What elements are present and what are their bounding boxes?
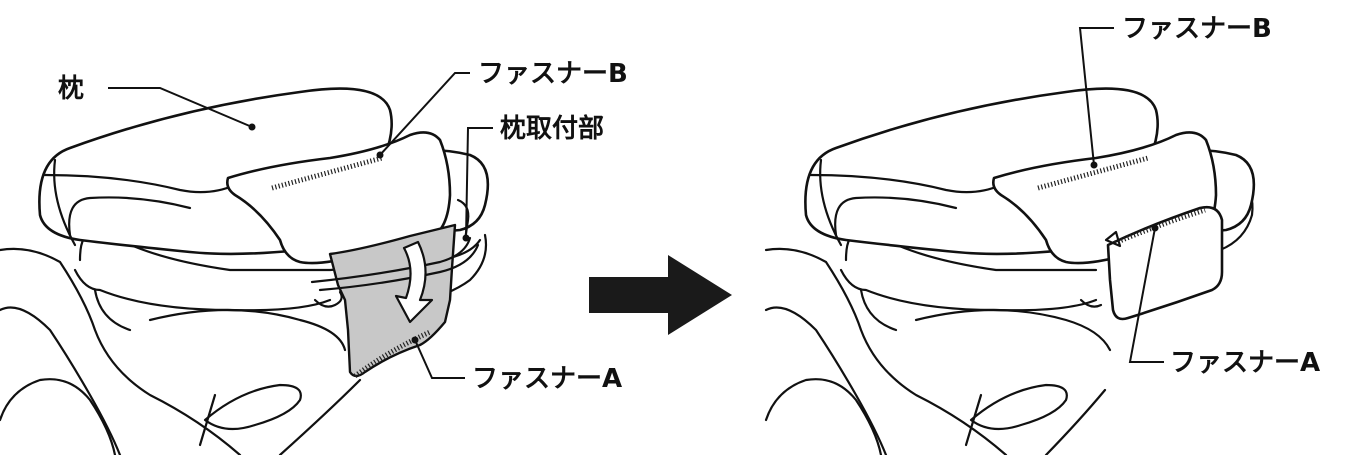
fastener-a-label-left: ファスナーA xyxy=(472,364,622,394)
right-arrow-icon xyxy=(589,255,732,335)
pillow-mount-label: 枕取付部 xyxy=(500,114,604,144)
down-arrow-icon xyxy=(394,240,434,324)
right-figure: ファスナーB ファスナーA xyxy=(764,14,1320,455)
fastener-b-label-left: ファスナーB xyxy=(478,59,628,89)
fastener-a-label-right: ファスナーA xyxy=(1170,348,1320,378)
left-figure: 枕 ファスナーB 枕取付部 ファスナーA xyxy=(0,59,628,455)
pillow-label: 枕 xyxy=(58,74,84,104)
fastener-b-label-right: ファスナーB xyxy=(1122,14,1272,44)
